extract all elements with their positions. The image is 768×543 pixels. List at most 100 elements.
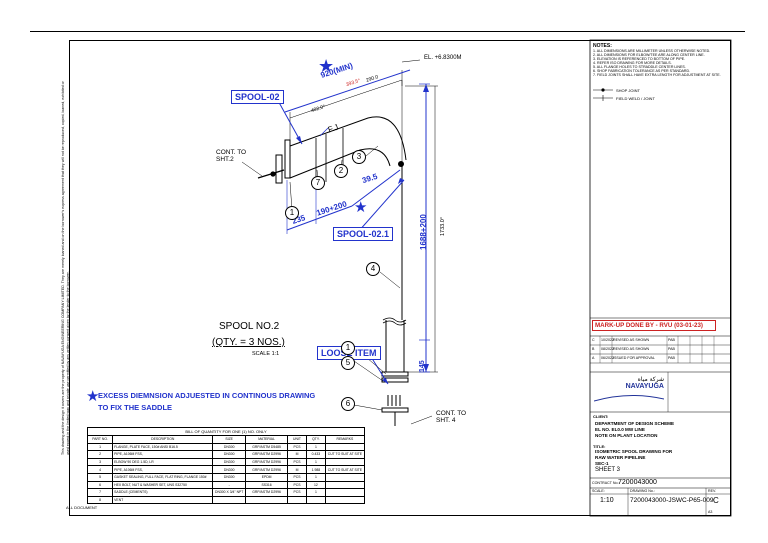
excess-note-line1: EXCESS DIEMNSION ADJUESTED IN CONTINOUS …	[98, 391, 316, 400]
drawing-number: 7200043000-JSWC-P65-009	[630, 497, 714, 504]
company-arabic: شركة مياه	[637, 376, 664, 383]
bom-cell: EPDM	[245, 472, 289, 482]
dim-1688-200: 1688+200	[419, 214, 428, 250]
bom-cell	[324, 457, 366, 467]
bom-cell: PIPE, A106M FSS,	[112, 450, 214, 459]
revision-cell: PAB	[668, 356, 675, 360]
bom-cell	[324, 488, 366, 497]
bom-cell: SADDLE (CEMENTS)	[112, 488, 214, 497]
bom-header: REMARKS	[324, 435, 366, 444]
elevation-label: EL. +6.8300M	[424, 55, 462, 61]
bom-cell: 1	[305, 457, 326, 467]
bom-cell: PCS	[287, 457, 307, 467]
bom-cell: PCS	[287, 442, 307, 452]
rev-value: C	[713, 496, 719, 505]
bom-cell	[245, 495, 289, 505]
revision-cell: B	[592, 347, 595, 351]
bom-cell: FLANGE, PLATE FACE, 150# ANSI B16.5	[112, 442, 214, 452]
bom-cell: VENT	[112, 495, 214, 505]
title-label: TITLE:	[593, 444, 606, 449]
cont-to-sht2: CONT. TO SHT.2	[216, 149, 246, 163]
bom-cell: PCS	[287, 480, 307, 490]
note-line: 6. SHOP FABRICATION TOLERANCE AS PER STA…	[593, 69, 691, 73]
excess-note-line2: TO FIX THE SADDLE	[98, 403, 173, 412]
bom-header-row: PART NO. DESCRIPTION SIZE MATERIAL UNIT …	[86, 435, 366, 444]
notes-title: NOTES:	[593, 43, 612, 49]
bom-cell: ELBOW 90 DEG 1.5D, LR	[112, 457, 214, 467]
client-line: EL NO. EL0.0 MW LINE	[595, 427, 645, 432]
note-line: 2. ALL DIMENSIONS FOR ELBOW/TEE ARE ALON…	[593, 53, 705, 57]
excess-note: EXCESS DIEMNSION ADJUESTED IN CONTINOUS …	[98, 390, 315, 414]
bom-cell: GRP/ASTM D2996	[245, 457, 289, 467]
bom-cell: M	[287, 465, 307, 474]
cont-to-sht2-line2: SHT.2	[216, 156, 234, 163]
bom-cell: 7	[86, 488, 114, 497]
spool-02-1-label: SPOOL-02.1	[333, 227, 394, 241]
bom-cell: 8	[86, 495, 114, 505]
revision-cell: PAB	[668, 347, 675, 351]
bom-cell: 1	[305, 488, 326, 497]
dim-145: 145	[419, 360, 426, 372]
sheet-number: SHEET 3	[595, 467, 620, 473]
star-icon-note: ★	[86, 387, 99, 405]
bom-cell: 1	[86, 442, 114, 452]
balloon-1-upper: 1	[285, 206, 299, 220]
bom-cell: GASKET SEALING, FULL FACE, FLAT RING, FL…	[112, 472, 214, 482]
top-rule	[30, 31, 745, 32]
spool-qty: (QTY. = 3 NOS.)	[212, 337, 285, 348]
footer-left-text: ALL DOCUMENT	[66, 505, 98, 510]
bom-cell: PCS	[287, 472, 307, 482]
bom-cell: 4	[86, 465, 114, 474]
bom-cell: GRP/ASTM D2996	[245, 488, 289, 497]
bom-cell: CUT TO SUIT AT SITE	[324, 465, 366, 474]
bom-cell: SS316	[245, 480, 289, 490]
bom-cell: 3	[86, 457, 114, 467]
drawing-sheet	[69, 40, 731, 516]
bom-cell: HEX BOLT, NUT & WASHER SET, UNS S32750	[112, 480, 214, 490]
company-en: NAVAYUGA	[625, 383, 664, 390]
cont-to-sht4-line1: CONT. TO	[436, 410, 467, 417]
revision-cell: ISSUED FOR APPROVAL	[613, 356, 655, 360]
note-line: 3. ELEVATION IS REFERENCED TO BOTTOM OF …	[593, 57, 686, 61]
balloon-4: 4	[366, 262, 380, 276]
note-line: 4. REFER ISO DRAWING FOR MORE DETAILS.	[593, 61, 672, 65]
scale-label: SCALE:	[592, 489, 605, 493]
star-icon-mid: ★	[354, 198, 367, 216]
balloon-5: 5	[341, 356, 355, 370]
spool-number: SPOOL NO.2	[219, 321, 280, 332]
cont-to-sht4-line2: SHT. 4	[436, 417, 456, 424]
bom-cell	[324, 495, 366, 505]
spool-scale: SCALE 1:1	[252, 351, 280, 357]
bom-cell	[212, 495, 247, 505]
client-label: CLIENT:	[593, 414, 609, 419]
client-line: DEPARTMENT OF DESIGN SCHEME	[595, 421, 675, 426]
title-block-frame	[589, 39, 732, 517]
bom-cell	[324, 442, 366, 452]
balloon-7: 7	[311, 176, 325, 190]
rev-label: REV.	[708, 489, 717, 493]
bom-cell: 1	[305, 442, 326, 452]
spool-02-label: SPOOL-02	[231, 90, 284, 104]
bom-cell	[287, 495, 307, 505]
balloon-3: 3	[352, 150, 366, 164]
bom-cell: DN300	[212, 450, 247, 459]
note-line: 1. ALL DIMENSIONS ARE MILLIMETER UNLESS …	[593, 49, 711, 53]
cont-to-sht4: CONT. TO SHT. 4	[436, 410, 466, 424]
notes-block: NOTES: 1. ALL DIMENSIONS ARE MILLIMETER …	[593, 43, 728, 77]
bom-cell: 1	[305, 472, 326, 482]
revision-cell: 06/2022	[601, 356, 614, 360]
revision-cell: C	[592, 338, 595, 342]
revision-cell: A	[592, 356, 595, 360]
contract-number: 7200043000	[618, 479, 657, 486]
bom-cell: GRP/ASTM D2996	[245, 465, 289, 474]
company-logo: شركة مياه NAVAYUGA	[593, 376, 665, 408]
bom-cell	[324, 472, 366, 482]
revision-cell: REVISED AS SHOWN	[613, 347, 650, 351]
note-line: 7. FIELD JOINTS SHALL HAVE EXTRA LENGTH …	[593, 73, 721, 77]
